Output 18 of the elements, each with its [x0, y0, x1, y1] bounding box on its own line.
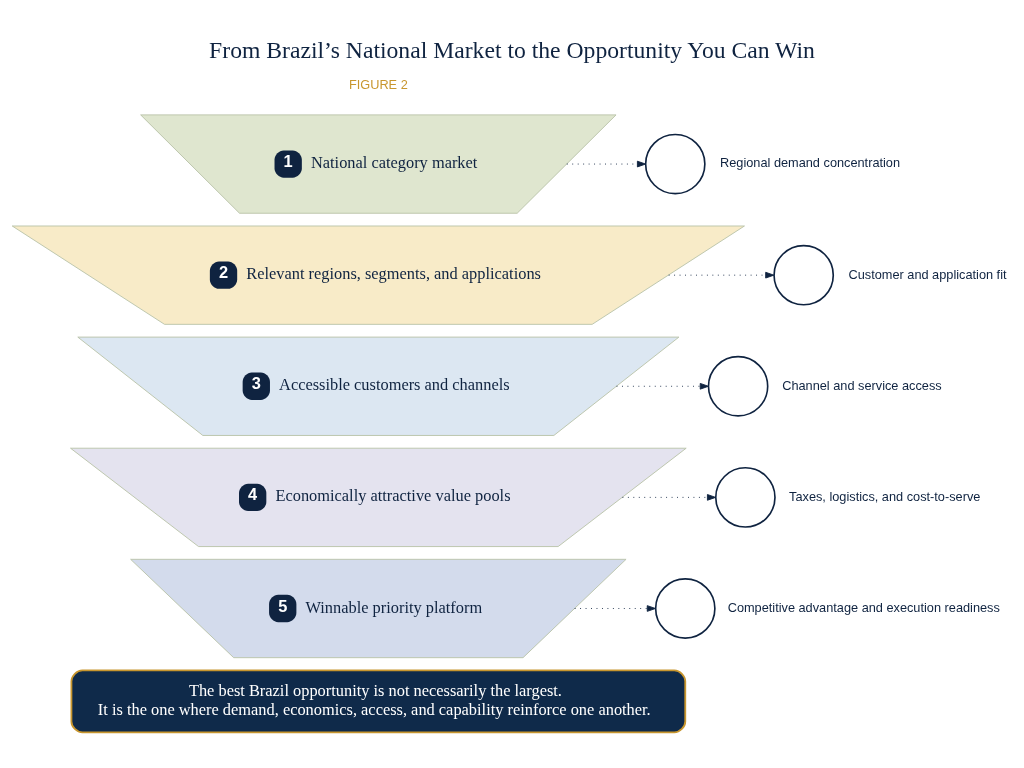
node-circle [707, 355, 769, 417]
arrow [574, 605, 656, 612]
arrow [566, 160, 647, 168]
node-circle [644, 133, 706, 195]
node-label: Taxes, logistics, and cost-to-serve [789, 488, 981, 504]
diagram-title: From Brazil’s National Market to the Opportunity You Can Win [209, 37, 815, 64]
arrow [622, 494, 717, 501]
node-label: Regional demand concentration [720, 155, 901, 171]
node-circle [654, 578, 716, 639]
node-label: Competitive advantage and execution readiness [727, 599, 1000, 615]
node-label: Customer and application fit [848, 266, 1007, 282]
node-circle [714, 466, 776, 528]
label: FIGURE 2 [348, 77, 408, 93]
node-label: Channel and service access [782, 377, 942, 393]
node-box: The best Brazil opportunity is not necessarily the largest. It is the one where demand, economics, access, and capability reinforce one another. [70, 669, 687, 734]
arrow [616, 382, 709, 390]
arrow [668, 271, 775, 279]
node-circle [773, 244, 835, 306]
